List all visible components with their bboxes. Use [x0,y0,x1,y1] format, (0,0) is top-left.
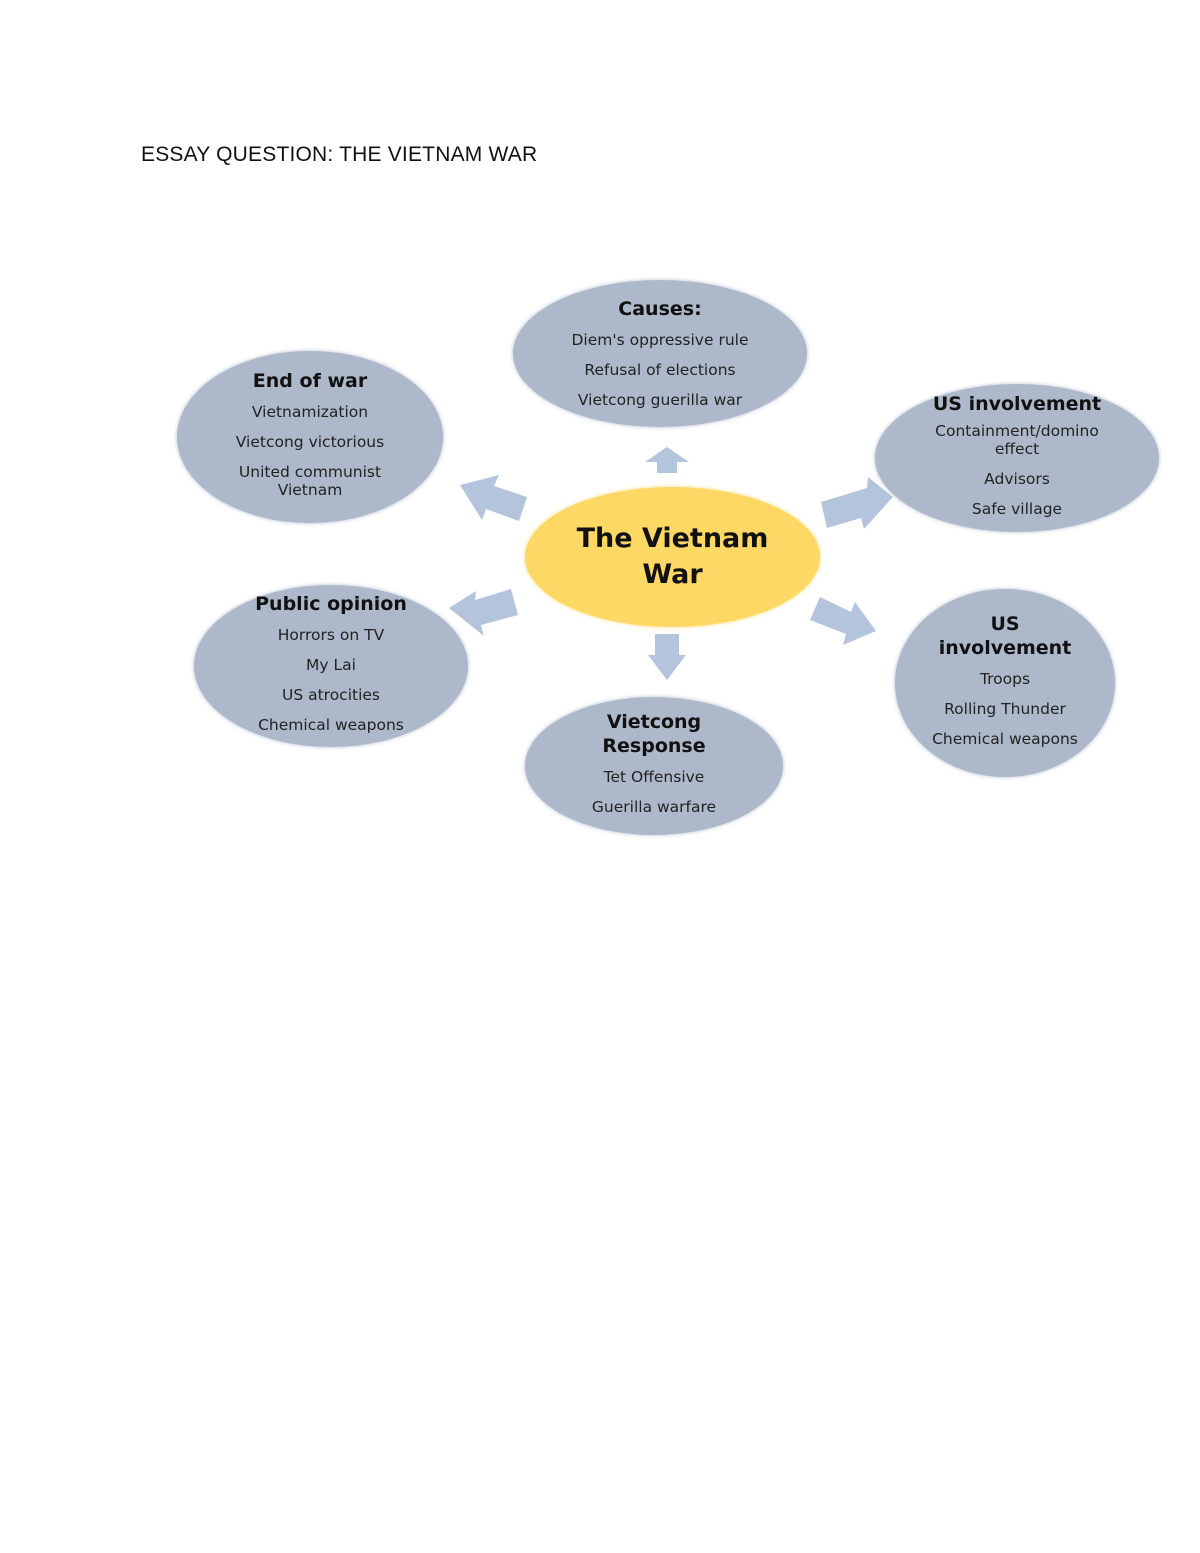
arrow-to-causes [645,447,689,473]
arrow-to-us-involvement-bottom [810,597,876,645]
node-public-opinion-item: Chemical weapons [258,716,404,734]
node-us-involvement-top-item: Containment/domino effect [935,422,1099,458]
node-us-involvement-bottom-item: Chemical weapons [932,730,1078,748]
node-public-opinion-item: Horrors on TV [277,626,385,644]
node-us-involvement-bottom-item: Rolling Thunder [944,700,1066,718]
node-vietcong-response-title-line-2: Response [602,735,706,757]
node-end-of-war-title: End of war [252,370,368,392]
node-causes-item: Vietcong guerilla war [577,390,743,409]
node-public-opinion-title: Public opinion [255,593,407,615]
central-topic-title-line-2: War [642,559,703,590]
node-end-of-war-item: United communist Vietnam [238,463,382,499]
arrow-to-us-involvement-top [821,477,893,529]
node-public-opinion-item: My Lai [306,656,356,674]
node-causes-title: Causes: [618,297,702,320]
node-causes-item: Diem's oppressive rule [571,330,749,349]
node-vietcong-response-item: Tet Offensive [603,768,705,786]
node-us-involvement-bottom-title-line-2: involvement [938,637,1072,659]
node-vietcong-response-item: Guerilla warfare [591,798,717,816]
arrow-to-public-opinion [449,589,518,636]
node-us-involvement-top-item: Safe village [971,500,1063,518]
node-vietcong-response: Vietcong Response Tet Offensive Guerilla… [525,697,783,835]
arrow-to-vietcong-response [648,634,686,680]
arrow-to-end-of-war [460,475,527,521]
node-causes: Causes: Diem's oppressive rule Refusal o… [513,280,807,427]
central-topic-title-line-1: The Vietnam [576,523,769,554]
node-us-involvement-bottom: US involvement Troops Rolling Thunder Ch… [895,589,1115,777]
node-us-involvement-bottom-title-line-1: US [990,613,1020,635]
node-end-of-war-item: Vietcong victorious [235,433,385,451]
node-vietcong-response-title-line-1: Vietcong [606,711,702,733]
node-us-involvement-top-item: Advisors [984,470,1050,488]
node-us-involvement-top: US involvement Containment/domino effect… [875,384,1159,532]
node-us-involvement-top-title: US involvement [932,393,1102,415]
node-end-of-war-item: Vietnamization [251,403,369,421]
node-public-opinion: Public opinion Horrors on TV My Lai US a… [194,585,468,747]
node-causes-item: Refusal of elections [584,360,736,379]
node-end-of-war: End of war Vietnamization Vietcong victo… [177,351,443,523]
node-public-opinion-item: US atrocities [281,686,381,704]
central-topic: The Vietnam War [525,487,820,627]
node-us-involvement-bottom-item: Troops [979,670,1031,688]
page-heading: ESSAY QUESTION: THE VIETNAM WAR [141,143,538,166]
